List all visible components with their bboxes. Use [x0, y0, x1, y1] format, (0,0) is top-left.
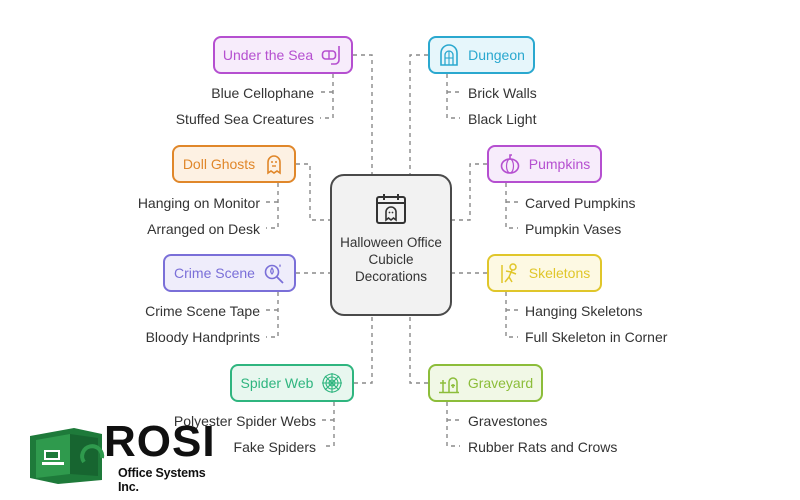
- leaf-hanging-skeletons: Hanging Skeletons: [525, 303, 643, 319]
- logo-tagline: Office Systems Inc.: [118, 466, 206, 494]
- branch-spider-web: Spider Web: [230, 364, 354, 402]
- leaf-blue-cellophane: Blue Cellophane: [211, 85, 314, 101]
- leaf-black-light: Black Light: [468, 111, 537, 127]
- leaf-stuffed-sea-creatures: Stuffed Sea Creatures: [175, 111, 314, 127]
- pumpkin-icon: [500, 154, 520, 174]
- calendar-ghost-icon: [376, 194, 406, 224]
- graveyard-icon: [438, 377, 459, 394]
- leaf-polyester-spider-webs: Polyester Spider Webs: [173, 413, 316, 429]
- branch-crime-scene: Crime Scene: [163, 254, 296, 292]
- branch-label: Graveyard: [467, 375, 534, 391]
- skeleton-icon: [501, 263, 517, 283]
- branch-graveyard: Graveyard: [428, 364, 543, 402]
- leaf-fake-spiders: Fake Spiders: [233, 439, 316, 455]
- branch-label: Under the Sea: [222, 47, 314, 63]
- connector-dungeon: [409, 54, 428, 174]
- leaf-bracket-crime-scene: [266, 292, 279, 338]
- leaf-brick-walls: Brick Walls: [468, 85, 537, 101]
- leaf-bracket-skeletons: [505, 292, 518, 338]
- connector-pumpkins: [452, 163, 487, 221]
- leaf-bracket-under-the-sea: [320, 74, 334, 119]
- branch-label: Spider Web: [240, 375, 314, 391]
- branch-under-the-sea: Under the Sea: [213, 36, 353, 74]
- doll-ghost-icon: [267, 155, 281, 175]
- leaf-carved-pumpkins: Carved Pumpkins: [525, 195, 636, 211]
- leaf-bloody-handprints: Bloody Handprints: [145, 329, 260, 345]
- branch-doll-ghosts: Doll Ghosts: [172, 145, 296, 183]
- leaf-bracket-graveyard: [446, 402, 460, 447]
- snorkel-mask-icon: [321, 46, 340, 65]
- leaf-crime-scene-tape: Crime Scene Tape: [145, 303, 260, 319]
- branch-label: Doll Ghosts: [182, 156, 256, 172]
- leaf-gravestones: Gravestones: [468, 413, 548, 429]
- branch-pumpkins: Pumpkins: [487, 145, 602, 183]
- branch-label: Pumpkins: [528, 156, 591, 172]
- center-topic: Halloween Office Cubicle Decorations: [330, 174, 452, 316]
- leaf-bracket-doll-ghosts: [266, 183, 279, 229]
- dungeon-door-icon: [440, 44, 458, 66]
- leaf-arranged-on-desk: Arranged on Desk: [147, 221, 260, 237]
- branch-dungeon: Dungeon: [428, 36, 535, 74]
- logo-name: ROSI: [104, 417, 216, 466]
- leaf-bracket-pumpkins: [505, 183, 518, 229]
- connector-graveyard: [409, 316, 428, 384]
- leaf-bracket-dungeon: [446, 74, 460, 119]
- company-logo: ROSI Office Systems Inc.: [24, 417, 224, 494]
- connector-doll-ghosts: [296, 163, 330, 221]
- connector-spider-web: [354, 316, 373, 384]
- center-title: Halloween Office Cubicle Decorations: [340, 235, 442, 284]
- magnifier-drop-icon: [264, 264, 284, 284]
- leaf-pumpkin-vases: Pumpkin Vases: [525, 221, 622, 237]
- cubicle-logo-icon: [30, 428, 105, 484]
- connector-under-the-sea: [353, 54, 373, 174]
- branch-skeletons: Skeletons: [487, 254, 602, 292]
- leaf-bracket-spider-web: [322, 402, 335, 447]
- leaf-full-skeleton-in-corner: Full Skeleton in Corner: [525, 329, 668, 345]
- branch-label: Crime Scene: [174, 265, 255, 281]
- branch-label: Skeletons: [528, 265, 591, 281]
- branch-label: Dungeon: [468, 47, 525, 63]
- spider-web-icon: [322, 373, 343, 393]
- leaf-hanging-on-monitor: Hanging on Monitor: [137, 195, 260, 211]
- leaf-rubber-rats-and-crows: Rubber Rats and Crows: [468, 439, 618, 455]
